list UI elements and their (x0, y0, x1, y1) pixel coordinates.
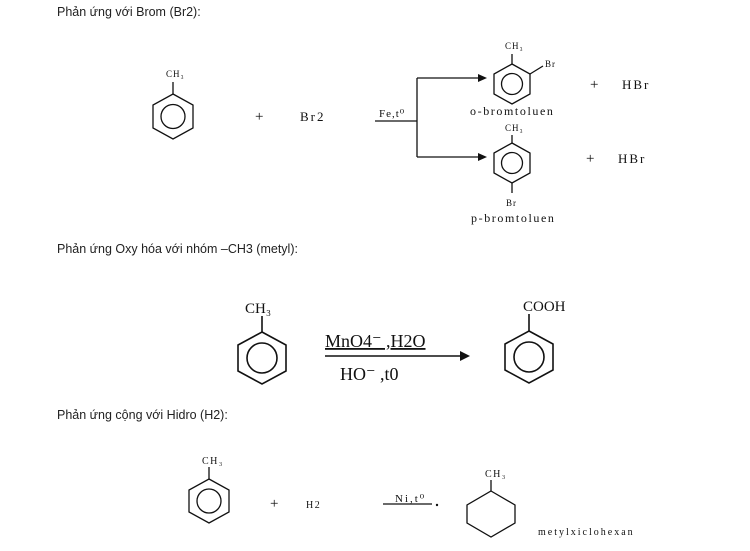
plus-sign: + (270, 496, 278, 512)
reaction-oxidation: CH₃ MnO4⁻ ,H2O HO⁻ ,t0 COOH (237, 299, 566, 385)
reagent-h2: H2 (306, 500, 321, 511)
reaction-arrow (383, 503, 439, 507)
condition-ho-t0: HO⁻ ,t0 (340, 364, 399, 384)
section-heading-bromination: Phản ứng với Brom (Br2): (57, 5, 201, 19)
condition-ni-t0: Ni,t⁰ (395, 493, 426, 505)
toluene-ch3-label: CH₃ (166, 69, 185, 79)
p-bromotoluene-structure (493, 135, 531, 193)
section-heading-hydrogenation: Phản ứng cộng với Hidro (H2): (57, 408, 228, 422)
product-ch3-label: CH₃ (485, 469, 507, 480)
cooh-group-label: COOH (523, 299, 566, 315)
o-bromotoluene-name: o-bromtoluen (470, 104, 555, 118)
plus-sign: + (590, 77, 598, 93)
toluene-ch3-label: CH₃ (202, 456, 224, 467)
p-bromotoluene-name: p-bromtoluen (471, 211, 556, 225)
reaction-bromination: CH₃ + Br2 Fe,t⁰ CH₃ Br o-bromtoluen + HB… (152, 41, 650, 225)
methylcyclohexane-name: metylxiclohexan (538, 527, 635, 538)
toluene-structure (152, 82, 194, 140)
plus-sign: + (255, 109, 263, 125)
o-product-br-label: Br (545, 59, 556, 69)
section-heading-oxidation: Phản ứng Oxy hóa với nhóm –CH3 (metyl): (57, 242, 298, 256)
toluene-structure (237, 316, 287, 385)
condition-fe-t0: Fe,t⁰ (379, 108, 405, 120)
benzoic-acid-structure (504, 314, 554, 384)
toluene-ch3-label: CH₃ (245, 301, 271, 317)
hbr-byproduct-2: HBr (618, 151, 646, 166)
condition-mno4-h2o: MnO4⁻ ,H2O (325, 331, 426, 351)
p-product-br-label: Br (506, 198, 517, 208)
toluene-structure (188, 467, 230, 524)
methylcyclohexane-structure (466, 480, 516, 538)
o-bromotoluene-structure (493, 54, 544, 105)
o-product-ch3-label: CH₃ (505, 41, 524, 51)
reagent-br2: Br2 (300, 109, 326, 124)
reaction-arrow (325, 351, 470, 361)
p-product-ch3-label: CH₃ (505, 123, 524, 133)
hbr-byproduct-1: HBr (622, 77, 650, 92)
branch-arrow (375, 74, 487, 161)
reaction-hydrogenation: CH₃ + H2 Ni,t⁰ CH₃ metylxiclohexan (188, 456, 635, 538)
plus-sign: + (586, 151, 594, 167)
